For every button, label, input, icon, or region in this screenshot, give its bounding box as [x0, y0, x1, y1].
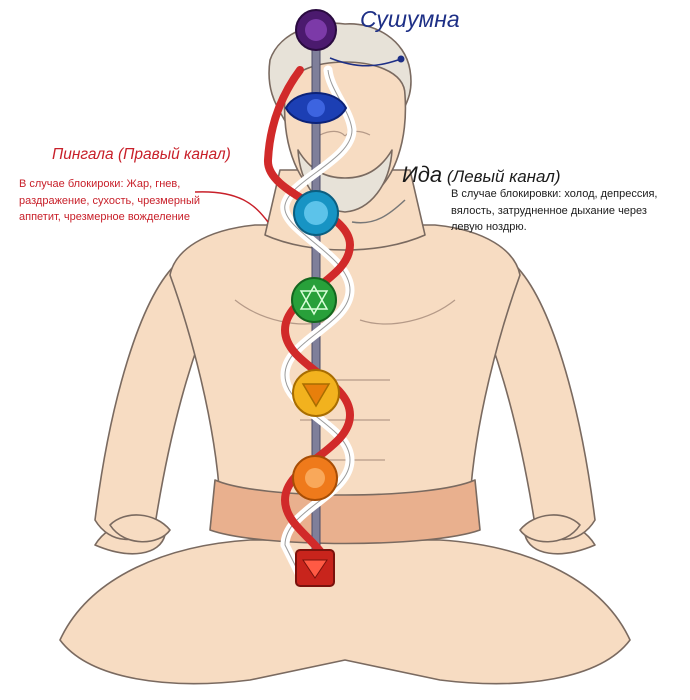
- loincloth: [209, 479, 481, 545]
- ida-label: Ида (Левый канал): [402, 162, 561, 188]
- sacral-chakra-icon: [292, 455, 338, 501]
- ida-description: В случае блокировки: холод, депрессия, в…: [451, 188, 658, 233]
- root-chakra-icon: [295, 549, 335, 587]
- right-hand: [109, 514, 171, 543]
- ida-channel-outline: [284, 69, 353, 576]
- figure: [59, 22, 631, 685]
- throat-chakra-icon: [293, 190, 339, 236]
- ida-title-sub: (Левый канал): [446, 167, 561, 186]
- left-arm: [474, 264, 596, 541]
- pingala-channel: [264, 66, 355, 579]
- left-hand: [519, 514, 581, 543]
- sushumna-callout-dot: [397, 55, 405, 63]
- sushumna-label: Сушумна: [360, 6, 460, 32]
- crossed-legs: [59, 539, 631, 685]
- sushumna-callout-line: [329, 57, 399, 67]
- third-eye-chakra-icon: [284, 92, 348, 124]
- ida-title-main: Ида: [402, 162, 443, 187]
- solar-plexus-chakra-icon: [292, 369, 340, 417]
- pingala-callout-line: [194, 191, 269, 223]
- right-arm: [94, 264, 216, 541]
- pingala-label: Пингала (Правый канал): [52, 146, 231, 163]
- crown-chakra-icon: [295, 9, 337, 51]
- ida-callout-line: [351, 199, 406, 224]
- heart-chakra-icon: [291, 277, 337, 323]
- pingala-description: В случае блокироки: Жар, гнев, раздражен…: [19, 178, 201, 223]
